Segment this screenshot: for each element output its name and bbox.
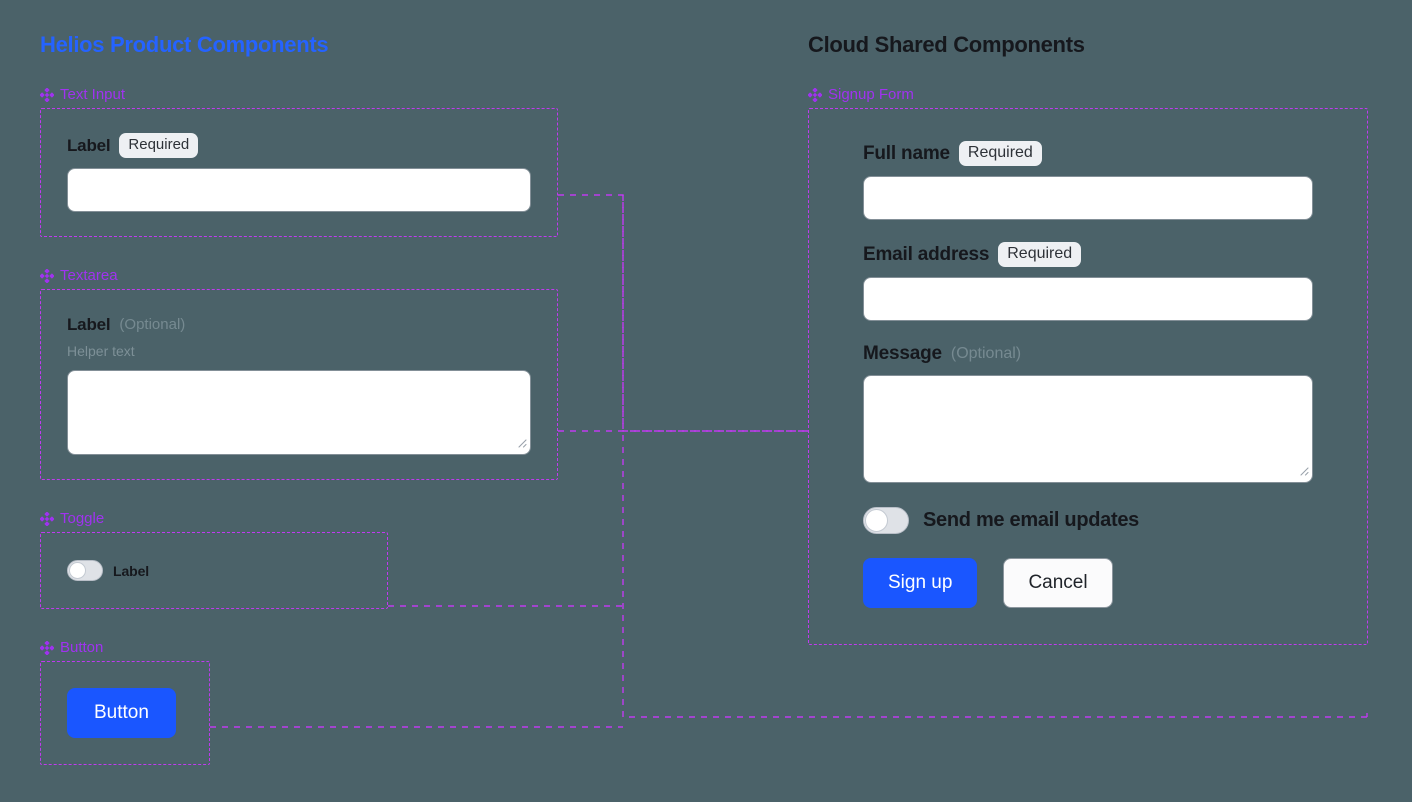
field-label-row: Label Required (67, 133, 531, 158)
component-box-signup-form: Full name Required Email address Require… (808, 108, 1368, 645)
demo-button[interactable]: Button (67, 688, 176, 738)
diamond-icon (40, 88, 54, 102)
required-badge: Required (958, 141, 1042, 166)
textarea-field[interactable] (67, 370, 531, 455)
toggle-knob (69, 562, 86, 579)
group-label-text: Toggle (60, 510, 105, 527)
diamond-icon (40, 269, 54, 283)
form-field-email: Email address Required (863, 242, 1313, 321)
form-actions: Sign up Cancel (863, 558, 1313, 608)
optional-note: (Optional) (950, 345, 1022, 362)
group-label-text-input: Text Input (40, 86, 640, 104)
group-label-toggle: Toggle (40, 510, 640, 528)
diamond-icon (808, 88, 822, 102)
group-label-button: Button (40, 639, 640, 657)
group-label-text: Textarea (60, 267, 118, 284)
required-badge: Required (998, 242, 1082, 267)
diamond-icon (40, 512, 54, 526)
toggle-knob (865, 509, 888, 532)
field-label-row: Email address Required (863, 242, 1313, 267)
optional-note: (Optional) (119, 316, 186, 333)
form-field-full-name: Full name Required (863, 141, 1313, 220)
toggle-switch[interactable] (67, 560, 103, 581)
text-input-field[interactable] (67, 168, 531, 212)
field-label: Full name (863, 142, 950, 164)
group-label-signup-form: Signup Form (808, 86, 1378, 104)
group-label-text: Button (60, 639, 104, 656)
field-label: Email address (863, 243, 990, 265)
toggle-row: Label (67, 560, 361, 581)
field-label-row: Message (Optional) (863, 343, 1313, 365)
component-box-text-input: Label Required (40, 108, 558, 237)
email-updates-toggle-row: Send me email updates (863, 507, 1313, 534)
cancel-button[interactable]: Cancel (1003, 558, 1113, 608)
component-box-toggle: Label (40, 532, 388, 609)
group-label-text: Signup Form (828, 86, 914, 103)
sign-up-button[interactable]: Sign up (863, 558, 978, 608)
email-input[interactable] (863, 277, 1313, 321)
diamond-icon (40, 641, 54, 655)
component-box-button: Button (40, 661, 210, 765)
field-label: Label (67, 315, 111, 334)
form-field-message: Message (Optional) (863, 343, 1313, 483)
right-panel-title: Cloud Shared Components (808, 32, 1085, 57)
toggle-label: Label (113, 562, 150, 579)
group-label-textarea: Textarea (40, 267, 640, 285)
component-box-textarea: Label (Optional) Helper text (40, 289, 558, 480)
required-badge: Required (119, 133, 199, 158)
field-label-row: Label (Optional) (67, 314, 531, 336)
field-label: Label (67, 135, 111, 155)
right-panel: Cloud Shared Components Signup Form Full… (808, 30, 1378, 675)
group-label-text: Text Input (60, 86, 126, 103)
email-updates-toggle[interactable] (863, 507, 909, 534)
left-panel: Helios Product Components Text Input Lab… (40, 30, 640, 795)
field-label-row: Full name Required (863, 141, 1313, 166)
message-textarea[interactable] (863, 375, 1313, 483)
full-name-input[interactable] (863, 176, 1313, 220)
field-label: Message (863, 343, 942, 364)
email-updates-label: Send me email updates (923, 509, 1139, 531)
left-panel-title: Helios Product Components (40, 32, 329, 57)
helper-text: Helper text (67, 343, 135, 359)
